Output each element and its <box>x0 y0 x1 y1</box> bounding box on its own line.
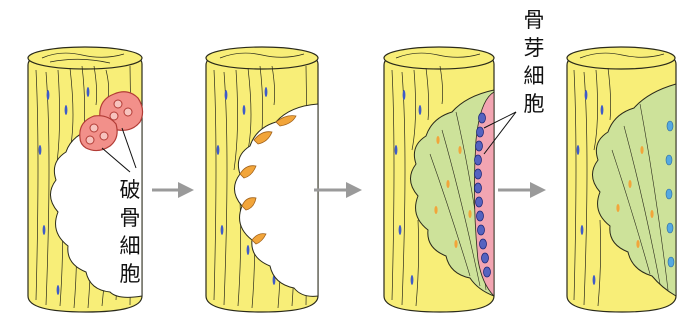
arrow-3 <box>498 182 546 198</box>
osteoblast-label: 骨芽細胞 <box>521 6 547 118</box>
stage-2-reversal <box>206 47 318 312</box>
arrow-1 <box>152 182 194 198</box>
arrow-2 <box>314 182 362 198</box>
stage-4-completion <box>567 47 676 312</box>
osteoclast-label: 破骨細胞 <box>117 176 143 288</box>
stage-3-formation <box>384 47 516 312</box>
osteoclast <box>80 116 117 151</box>
